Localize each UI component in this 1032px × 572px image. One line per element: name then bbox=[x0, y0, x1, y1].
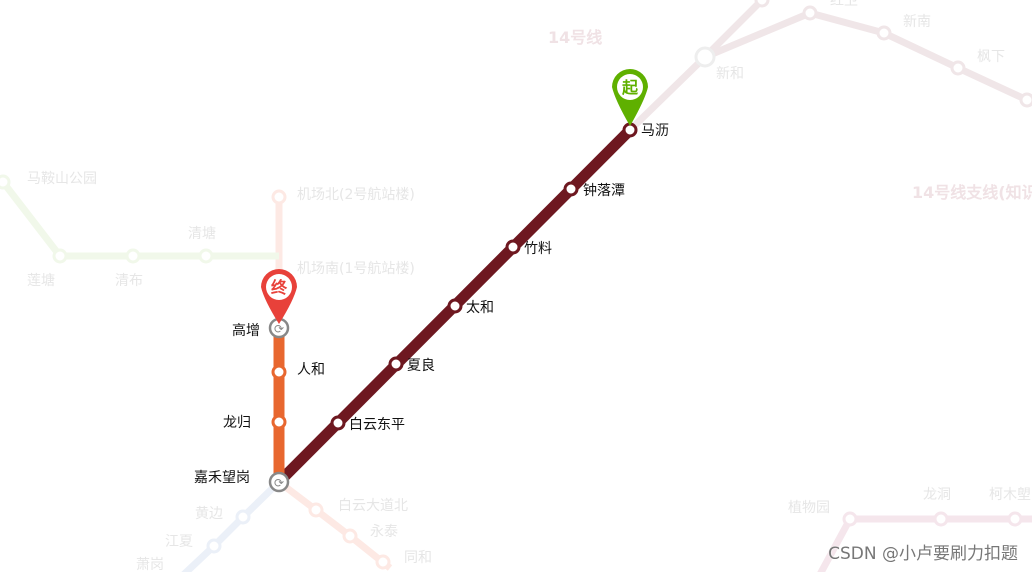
station-label: 马沥 bbox=[641, 123, 669, 139]
end-marker-label: 终 bbox=[271, 278, 288, 297]
station-zhuliao[interactable] bbox=[505, 239, 521, 255]
station-label: 新南 bbox=[903, 14, 931, 30]
route-stations bbox=[271, 122, 638, 431]
watermark: CSDN @小卢要刷力扣题 bbox=[828, 544, 1018, 564]
station-baiyundongping[interactable] bbox=[330, 415, 346, 431]
station-label: 龙洞 bbox=[923, 487, 951, 503]
transfer-icon: ⟳ bbox=[274, 322, 284, 336]
station-label: 红卫 bbox=[830, 0, 858, 9]
station-label: 枫下 bbox=[977, 49, 1005, 65]
station-label: 太和 bbox=[466, 300, 494, 316]
start-marker[interactable]: 起 bbox=[612, 69, 648, 126]
background-labels: 14号线 14号线支线(知识城) 新和 红卫 新南 枫下 机场北(2号航站楼) … bbox=[27, 0, 1032, 572]
station-label: 嘉禾望岗 bbox=[194, 470, 250, 486]
station-label: 白云东平 bbox=[349, 417, 405, 433]
station-label: 龙归 bbox=[223, 414, 251, 431]
station-renhe[interactable] bbox=[271, 364, 287, 380]
station-xialiang[interactable] bbox=[388, 356, 404, 372]
station-label: 植物园 bbox=[788, 500, 830, 516]
station-label: 机场北(2号航站楼) bbox=[297, 187, 415, 203]
orange-line-faded bbox=[276, 479, 393, 571]
station-label: 机场南(1号航站楼) bbox=[297, 261, 415, 277]
line-label: 14号线 bbox=[548, 28, 602, 47]
station-label: 夏良 bbox=[407, 358, 435, 374]
station-label: 江夏 bbox=[165, 534, 193, 550]
station-label: 清布 bbox=[115, 273, 143, 289]
end-marker[interactable]: 终 bbox=[261, 269, 297, 324]
station-taihe[interactable] bbox=[447, 298, 463, 314]
station-label: 新和 bbox=[716, 66, 744, 82]
route-labels: 马沥 钟落潭 竹料 太和 夏良 白云东平 嘉禾望岗 龙归 人和 高增 bbox=[194, 123, 669, 486]
station-longgui[interactable] bbox=[271, 414, 287, 430]
start-marker-label: 起 bbox=[621, 78, 639, 97]
blue-line-faded bbox=[181, 479, 282, 572]
station-label: 萧岗 bbox=[136, 557, 164, 572]
station-label: 高增 bbox=[232, 322, 260, 339]
station-label: 钟落潭 bbox=[583, 182, 625, 199]
station-label: 人和 bbox=[297, 362, 325, 378]
station-label: 白云大道北 bbox=[338, 498, 408, 514]
station-label: 同和 bbox=[404, 550, 432, 566]
transfer-station-jiahewanggang[interactable]: ⟳ bbox=[268, 471, 290, 493]
green-line-faded bbox=[0, 179, 279, 260]
station-label: 黄边 bbox=[195, 505, 223, 522]
line14-north-faded bbox=[627, 0, 765, 133]
station-label: 清塘 bbox=[188, 226, 216, 242]
station-label: 马鞍山公园 bbox=[27, 171, 97, 187]
station-label: 柯木塱 bbox=[989, 487, 1031, 503]
branch-line-label: 14号线支线(知识城) bbox=[912, 183, 1032, 202]
station-label: 莲塘 bbox=[27, 273, 55, 289]
station-label: 竹料 bbox=[524, 241, 552, 257]
station-zhongluotan[interactable] bbox=[563, 181, 579, 197]
transfer-icon: ⟳ bbox=[274, 476, 284, 490]
station-label: 永泰 bbox=[370, 524, 398, 540]
